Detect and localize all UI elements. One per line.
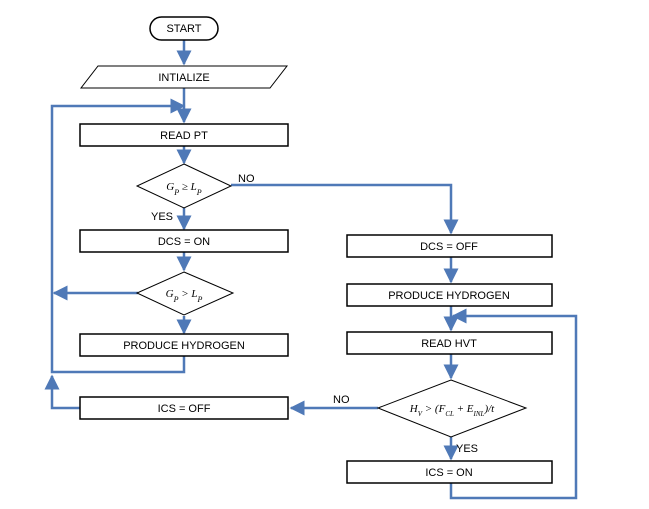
decision2-node: GP > LP	[135, 271, 235, 316]
ics-off-node: ICS = OFF	[79, 396, 289, 420]
ics-on-node: ICS = ON	[346, 460, 553, 484]
dcs-on-label: DCS = ON	[158, 236, 210, 248]
arrow-decision1-no	[231, 183, 459, 235]
read-pt-node: READ PT	[79, 123, 289, 147]
arrow-icsoff-to-loop	[44, 374, 80, 410]
produce-hydrogen-right-node: PRODUCE HYDROGEN	[346, 283, 553, 307]
produce-hydrogen-right-label: PRODUCE HYDROGEN	[388, 290, 510, 302]
decision3-node: HV > (FCL + EINL)/t	[376, 379, 528, 438]
decision1-yes-label: YES	[151, 211, 173, 223]
start-node: START	[149, 16, 219, 41]
connectors	[44, 40, 578, 500]
read-hvt-label: READ HVT	[421, 338, 477, 350]
initialize-node: INTIALIZE	[79, 65, 289, 89]
ics-on-label: ICS = ON	[425, 467, 472, 479]
ics-off-label: ICS = OFF	[158, 403, 211, 415]
read-pt-label: READ PT	[160, 130, 208, 142]
loop-produce-to-readpt	[50, 98, 186, 374]
dcs-off-node: DCS = OFF	[346, 234, 553, 258]
decision3-no-label: NO	[333, 394, 350, 406]
loop-icson-to-produce	[449, 308, 578, 500]
decision3-yes-label: YES	[456, 443, 478, 455]
initialize-label: INTIALIZE	[158, 72, 209, 84]
read-hvt-node: READ HVT	[346, 331, 553, 355]
decision1-node: GP ≥ LP	[135, 163, 233, 209]
dcs-off-label: DCS = OFF	[420, 241, 478, 253]
produce-hydrogen-left-label: PRODUCE HYDROGEN	[123, 340, 245, 352]
produce-hydrogen-left-node: PRODUCE HYDROGEN	[79, 333, 289, 357]
dcs-on-node: DCS = ON	[79, 229, 289, 253]
decision1-no-label: NO	[238, 173, 255, 185]
start-label: START	[166, 23, 201, 35]
